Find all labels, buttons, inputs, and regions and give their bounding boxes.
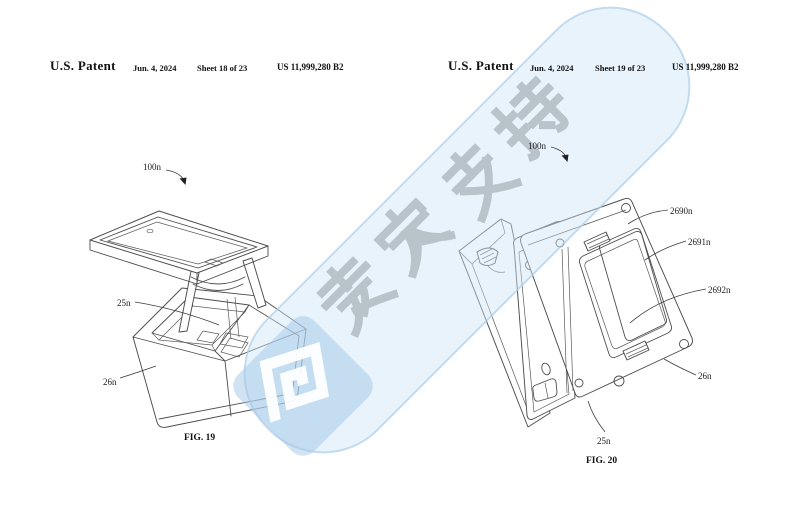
label-26n-fig20: 26n	[698, 371, 712, 381]
label-26n-fig19: 26n	[103, 377, 117, 387]
diamond-shape	[233, 316, 373, 456]
label-2692n: 2692n	[708, 285, 731, 295]
fig19-annotations: 100n 25n 26n FIG. 19	[103, 162, 220, 443]
square-spiral-icon	[259, 341, 330, 423]
fig20-caption: FIG. 20	[586, 456, 617, 466]
label-2690n: 2690n	[670, 206, 693, 216]
patent-title-left: U.S. Patent	[50, 58, 116, 73]
fig19-caption: FIG. 19	[184, 433, 215, 443]
watermark-char-mai	[316, 256, 400, 338]
patent-number-right: US 11,999,280 B2	[672, 62, 739, 72]
sheet-number-left: Sheet 18 of 23	[197, 63, 248, 73]
sheet-number-right: Sheet 19 of 23	[595, 63, 646, 73]
watermark-char-chi	[490, 75, 569, 162]
watermark-char-zhi	[441, 143, 523, 224]
patent-date-left: Jun. 4, 2024	[133, 63, 177, 73]
watermark-text-glyphs	[316, 75, 569, 338]
fig20-drawing	[458, 197, 693, 428]
label-100n-fig19: 100n	[143, 162, 162, 172]
patent-date-right: Jun. 4, 2024	[530, 63, 574, 73]
watermark-logo	[233, 316, 373, 456]
fig20-annotations: 100n 2690n 2691n 2692n 26n 25n FIG. 20	[528, 141, 731, 466]
fig19-drawing	[89, 210, 307, 428]
watermark-char-jia	[373, 197, 457, 279]
label-2691n: 2691n	[688, 237, 711, 247]
patent-title-right: U.S. Patent	[448, 58, 514, 73]
label-25n-fig19: 25n	[117, 298, 131, 308]
patent-number-left: US 11,999,280 B2	[277, 62, 344, 72]
label-25n-fig20: 25n	[597, 436, 611, 446]
label-100n-fig20: 100n	[528, 141, 547, 151]
